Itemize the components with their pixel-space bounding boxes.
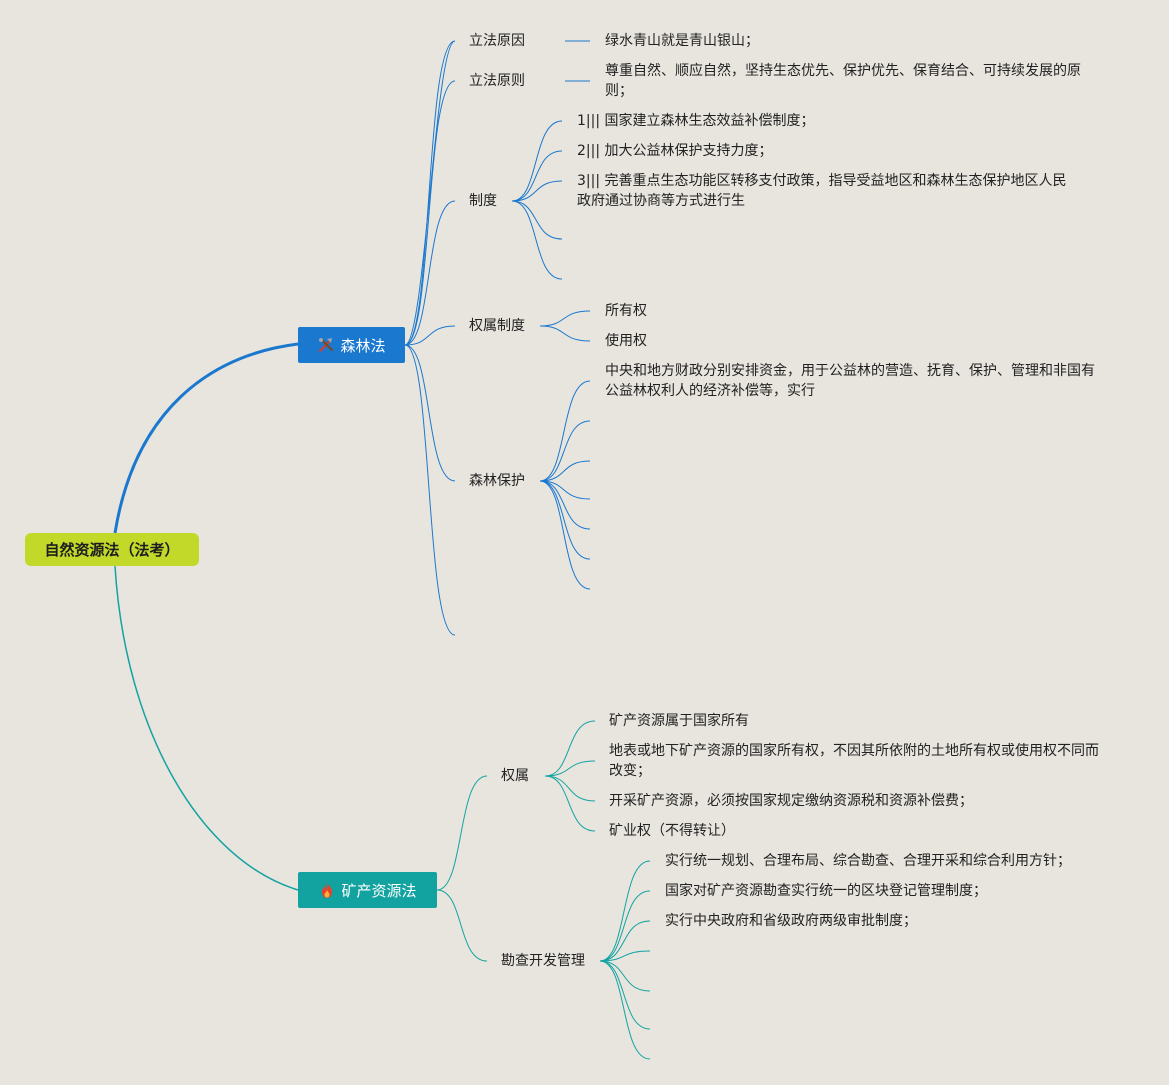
- forest-system-item-1[interactable]: 1||| 国家建立森林生态效益补偿制度；: [577, 113, 815, 129]
- mineral-ownership-item-4[interactable]: 矿业权（不得转让）: [609, 823, 735, 839]
- link-mineral-exploration-item-5: [599, 960, 651, 992]
- forest-system-topic[interactable]: 制度: [469, 193, 497, 209]
- link-root-forest: [113, 342, 299, 534]
- link-forest-child-2: [404, 80, 456, 346]
- root-topic[interactable]: 自然资源法（法考）: [25, 533, 199, 566]
- mineral-ownership-topic[interactable]: 权属: [501, 768, 529, 784]
- link-mineral-exploration-item-7: [599, 960, 651, 1060]
- link-system-item-3: [511, 180, 563, 202]
- forest-system-item-2[interactable]: 2||| 加大公益林保护支持力度；: [577, 143, 773, 159]
- forest-reason-topic[interactable]: 立法原因: [469, 33, 525, 49]
- link-protection-item-2: [539, 420, 591, 482]
- link-forest-reason: [404, 40, 456, 346]
- mineral-exploration-item-3[interactable]: 实行中央政府和省级政府两级审批制度；: [665, 913, 917, 929]
- link-protection-item-6: [539, 480, 591, 560]
- link-ownership-item-1: [539, 310, 591, 327]
- forest-ownership-item-1[interactable]: 所有权: [605, 303, 647, 319]
- link-mineral-exploration-item-6: [599, 960, 651, 1030]
- mineral-exploration-topic[interactable]: 勘查开发管理: [501, 953, 585, 969]
- link-system-item-1: [511, 120, 563, 202]
- link-mineral-ownership-item-3: [544, 775, 596, 802]
- mineral-exploration-item-1[interactable]: 实行统一规划、合理布局、综合勘查、合理开采和综合利用方针；: [665, 853, 1071, 869]
- mineral-ownership-item-3[interactable]: 开采矿产资源，必须按国家规定缴纳资源税和资源补偿费；: [609, 793, 973, 809]
- link-protection-item-1: [539, 380, 591, 482]
- mineral-ownership-item-2[interactable]: 地表或地下矿产资源的国家所有权，不因其所依附的土地所有权或使用权不同而改变；: [609, 743, 1099, 779]
- flame-icon: [318, 881, 336, 899]
- link-system-item-2: [511, 150, 563, 202]
- link-mineral-ownership-item-2: [544, 760, 596, 777]
- topic-mineral-law-label: 矿产资源法: [341, 881, 417, 900]
- topic-forest-law-label: 森林法: [340, 336, 386, 355]
- link-mineral-child-1: [436, 775, 488, 891]
- link-mineral-exploration-item-2: [599, 890, 651, 962]
- link-mineral-exploration-item-1: [599, 860, 651, 962]
- link-protection-item-5: [539, 480, 591, 530]
- link-forest-child-4: [404, 325, 456, 346]
- link-forest-child-6: [404, 344, 456, 636]
- mineral-ownership-item-1[interactable]: 矿产资源属于国家所有: [609, 713, 749, 729]
- forest-principle-topic[interactable]: 立法原则: [469, 73, 525, 89]
- forest-system-item-3[interactable]: 3||| 完善重点生态功能区转移支付政策，指导受益地区和森林生态保护地区人民政府…: [577, 173, 1067, 209]
- crossed-tools-icon: [317, 336, 335, 354]
- forest-ownership-topic[interactable]: 权属制度: [469, 318, 525, 334]
- link-system-item-4: [511, 200, 563, 240]
- link-mineral-ownership-item-4: [544, 775, 596, 832]
- link-mineral-exploration-item-3: [599, 920, 651, 962]
- link-forest-child-5: [404, 344, 456, 482]
- link-forest-child-1: [404, 40, 456, 346]
- forest-ownership-item-2[interactable]: 使用权: [605, 333, 647, 349]
- forest-protection-item-1[interactable]: 中央和地方财政分别安排资金，用于公益林的营造、抚育、保护、管理和非国有公益林权利…: [605, 363, 1095, 399]
- link-ownership-item-2: [539, 325, 591, 342]
- root-topic-label: 自然资源法（法考）: [44, 541, 180, 559]
- link-protection-item-3: [539, 460, 591, 482]
- topic-forest-law[interactable]: 森林法: [298, 327, 405, 363]
- link-forest-child-3: [404, 200, 456, 346]
- link-protection-item-4: [539, 480, 591, 500]
- mineral-exploration-item-2[interactable]: 国家对矿产资源勘查实行统一的区块登记管理制度；: [665, 883, 987, 899]
- forest-principle-detail[interactable]: 尊重自然、顺应自然，坚持生态优先、保护优先、保育结合、可持续发展的原则；: [605, 63, 1081, 99]
- link-mineral-child-2: [436, 889, 488, 962]
- forest-reason-detail[interactable]: 绿水青山就是青山银山；: [605, 33, 759, 49]
- link-system-item-5: [511, 200, 563, 280]
- link-mineral-exploration-item-4: [599, 950, 651, 962]
- link-protection-item-7: [539, 480, 591, 590]
- link-root-mineral: [114, 565, 299, 891]
- forest-protection-topic[interactable]: 森林保护: [469, 473, 525, 489]
- link-mineral-ownership-item-1: [544, 720, 596, 777]
- topic-mineral-law[interactable]: 矿产资源法: [298, 872, 437, 908]
- connector-lines: [113, 40, 651, 1060]
